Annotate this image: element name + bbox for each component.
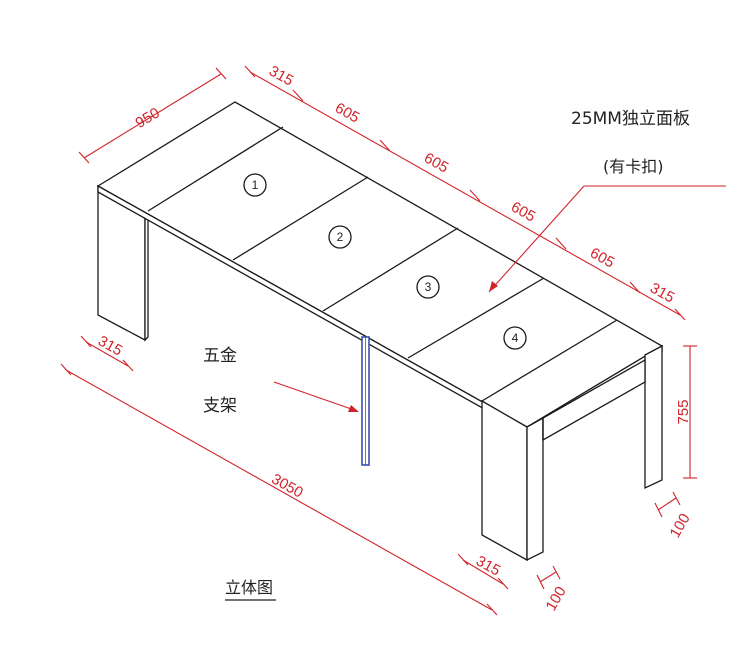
dim-end-depth-right: 315: [647, 280, 677, 307]
panel-marker-1: 1: [243, 173, 267, 197]
panel-line-4: [407, 277, 545, 359]
table-top: [96, 101, 664, 428]
dim-width: 950: [133, 104, 163, 131]
panel-line-3: [322, 227, 459, 312]
panel-number-2: 2: [337, 230, 344, 244]
right-leg-front: [481, 399, 528, 562]
table-body: [96, 101, 664, 562]
dim-leg-thickness-front: 100: [542, 584, 569, 614]
panel-number-3: 3: [425, 280, 432, 294]
dim-panel-1: 605: [332, 100, 362, 127]
panel-markers: 1 2 3 4: [243, 173, 527, 350]
dim-leg-thickness-right: 100: [666, 511, 693, 541]
panel-line-5: [481, 319, 618, 402]
panel-line-2: [232, 176, 369, 261]
panel-number-4: 4: [512, 331, 519, 345]
view-title: 立体图: [225, 578, 273, 597]
left-leg-side: [144, 207, 149, 342]
panel-line-1: [147, 126, 284, 212]
panel-marker-3: 3: [416, 275, 440, 299]
dim-panel-2: 605: [421, 150, 451, 177]
dim-leg-depth-front: 315: [473, 553, 503, 580]
dim-total-length: 3050: [268, 471, 305, 502]
dim-end-depth-top: 315: [266, 63, 296, 90]
far-right-leg: [644, 344, 663, 490]
dim-height: 755: [675, 399, 692, 424]
panel-marker-4: 4: [503, 326, 527, 350]
panel-marker-2: 2: [328, 225, 352, 249]
annotations: 25MM独立面板 (有卡扣) 五金 支架 立体图: [203, 109, 726, 601]
panel-note-line2: (有卡扣): [603, 157, 664, 176]
right-leg-side: [526, 416, 544, 562]
dim-panel-4: 605: [587, 245, 617, 272]
dim-panel-3: 605: [508, 199, 538, 226]
dim-leg-depth-left: 315: [95, 333, 125, 360]
panel-note-line1: 25MM独立面板: [571, 109, 690, 129]
hardware-label-line1: 五金: [203, 346, 237, 366]
panel-number-1: 1: [252, 178, 259, 192]
hardware-label-line2: 支架: [203, 396, 237, 416]
